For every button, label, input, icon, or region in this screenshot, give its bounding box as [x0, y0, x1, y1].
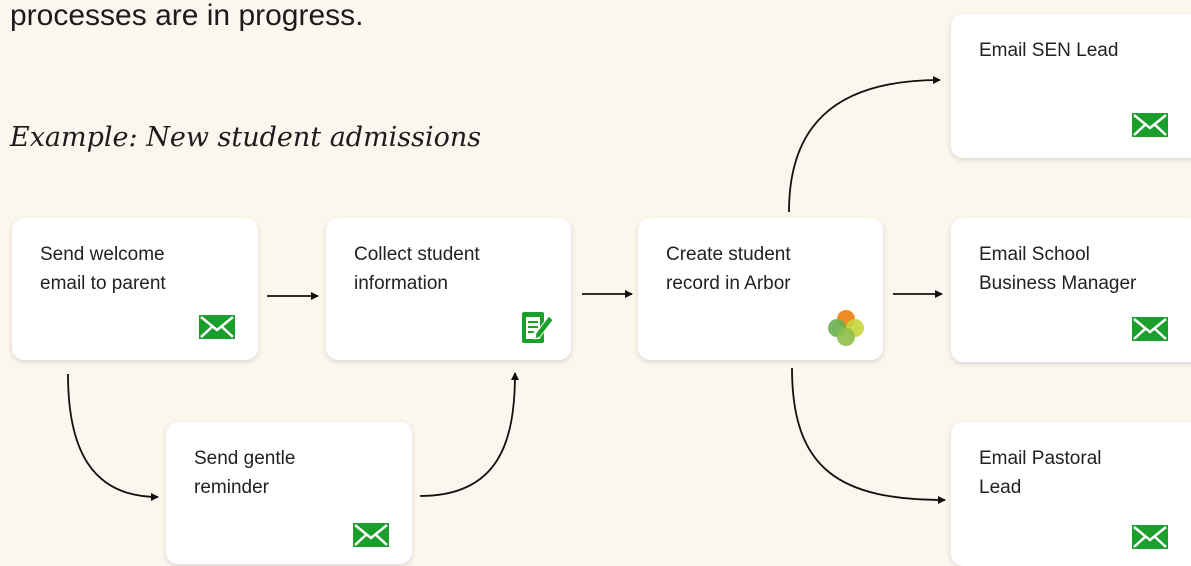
form-icon [522, 312, 554, 343]
step-card-create: Create student record in Arbor [638, 218, 883, 360]
step-card-sen: Email SEN Lead [951, 14, 1191, 158]
mail-icon [1132, 525, 1168, 549]
step-label-pastoral: Email Pastoral Lead [979, 448, 1102, 498]
diagram-title: Example: New student admissions [10, 122, 482, 153]
mail-icon [1132, 317, 1168, 341]
intro-text: processes are in progress. [10, 0, 364, 32]
mail-icon [199, 315, 235, 339]
step-card-collect: Collect student information [326, 218, 571, 360]
step-label-collect: Collect student information [354, 244, 480, 294]
arrow-welcome-to-reminder [67, 373, 159, 501]
arrow-create-to-pastoral [791, 367, 946, 504]
step-card-business: Email School Business Manager [951, 218, 1191, 362]
step-card-reminder: Send gentle reminder [166, 422, 412, 564]
arrow-reminder-to-collect [419, 372, 519, 497]
step-card-pastoral: Email Pastoral Lead [951, 422, 1191, 566]
step-label-create: Create student record in Arbor [666, 244, 791, 294]
step-label-sen: Email SEN Lead [979, 40, 1119, 61]
arbor-logo [828, 310, 864, 346]
step-label-reminder: Send gentle reminder [194, 448, 296, 498]
mail-icon [1132, 113, 1168, 137]
mail-icon [353, 523, 389, 547]
step-card-welcome: Send welcome email to parent [12, 218, 258, 360]
step-label-business: Email School Business Manager [979, 244, 1137, 294]
arrow-create-to-sen [788, 76, 941, 213]
step-label-welcome: Send welcome email to parent [40, 244, 166, 294]
